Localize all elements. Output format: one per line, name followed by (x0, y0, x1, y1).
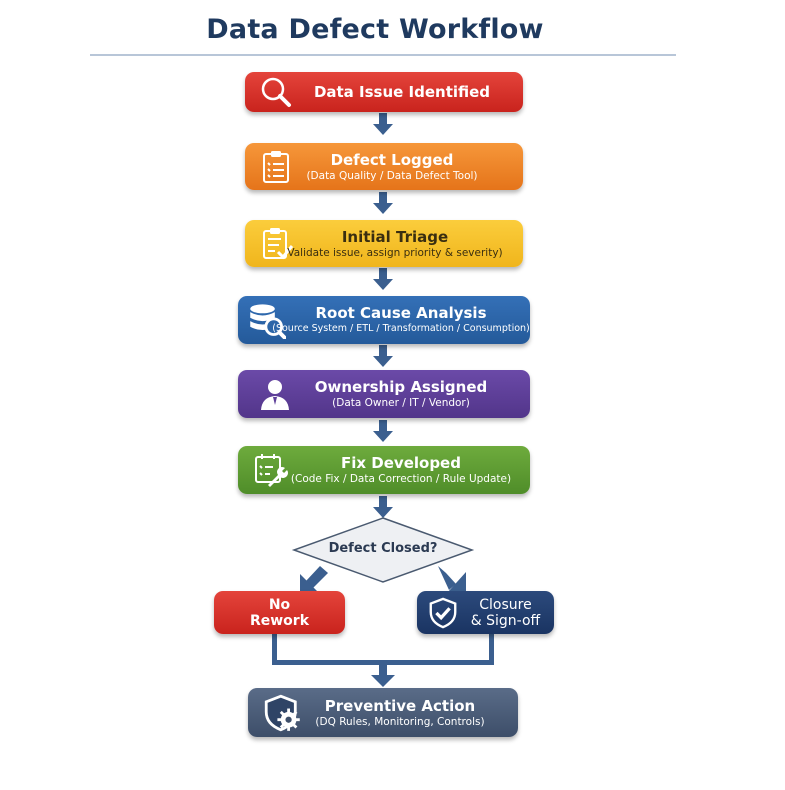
arrow-6 (373, 496, 393, 518)
decision-label: Defect Closed? (328, 541, 438, 556)
merge-connector (272, 634, 494, 687)
step-title: Preventive Action (324, 696, 476, 715)
step-subtitle: Validate issue, assign priority & severi… (287, 246, 503, 259)
step-root-cause-analysis[interactable]: Root Cause Analysis (Source System / ETL… (238, 296, 530, 344)
branch-closure-label: Closure (479, 596, 532, 613)
step-title: Ownership Assigned (314, 378, 488, 396)
step-ownership-assigned[interactable]: Ownership Assigned (Data Owner / IT / Ve… (238, 370, 530, 418)
arrow-no-branch (300, 566, 328, 592)
arrow-1 (373, 113, 393, 135)
step-data-issue-identified[interactable]: Data Issue Identified (245, 72, 523, 112)
branch-closure-signoff[interactable]: Closure & Sign-off (417, 591, 554, 634)
branch-rework-label: Rework (249, 612, 310, 629)
clipboard-list-icon (263, 150, 289, 183)
arrow-3 (373, 268, 393, 290)
branch-no-rework[interactable]: No Rework (214, 591, 345, 634)
wrench-checklist-icon (255, 454, 288, 487)
step-title: Initial Triage (341, 227, 449, 246)
branch-no-label: No (268, 596, 291, 613)
arrow-2 (373, 192, 393, 214)
arrow-yes-branch (438, 566, 466, 592)
decision-diamond (291, 517, 475, 583)
branch-signoff-label: & Sign-off (470, 612, 541, 629)
clipboard-check-icon (263, 227, 293, 259)
arrow-5 (373, 420, 393, 442)
shield-check-icon (429, 597, 457, 628)
title-divider (90, 54, 676, 56)
step-fix-developed[interactable]: Fix Developed (Code Fix / Data Correctio… (238, 446, 530, 494)
magnifier-icon (261, 77, 291, 107)
step-preventive-action[interactable]: Preventive Action (DQ Rules, Monitoring,… (248, 688, 518, 737)
step-subtitle: (Source System / ETL / Transformation / … (272, 323, 530, 334)
step-title: Fix Developed (341, 454, 461, 472)
database-search-icon (250, 304, 286, 339)
step-subtitle: (Data Quality / Data Defect Tool) (306, 169, 478, 182)
shield-gear-icon (264, 694, 300, 731)
step-title: Defect Logged (330, 150, 454, 169)
step-subtitle: (DQ Rules, Monitoring, Controls) (315, 715, 485, 728)
page-title: Data Defect Workflow (206, 14, 544, 45)
step-subtitle: (Code Fix / Data Correction / Rule Updat… (290, 473, 512, 485)
step-title: Root Cause Analysis (315, 304, 487, 322)
step-defect-logged[interactable]: Defect Logged (Data Quality / Data Defec… (245, 143, 523, 190)
step-subtitle: (Data Owner / IT / Vendor) (332, 397, 470, 409)
step-initial-triage[interactable]: Initial Triage Validate issue, assign pr… (245, 220, 523, 267)
step-title: Data Issue Identified (313, 83, 491, 101)
arrow-4 (373, 345, 393, 367)
user-icon (261, 380, 289, 410)
